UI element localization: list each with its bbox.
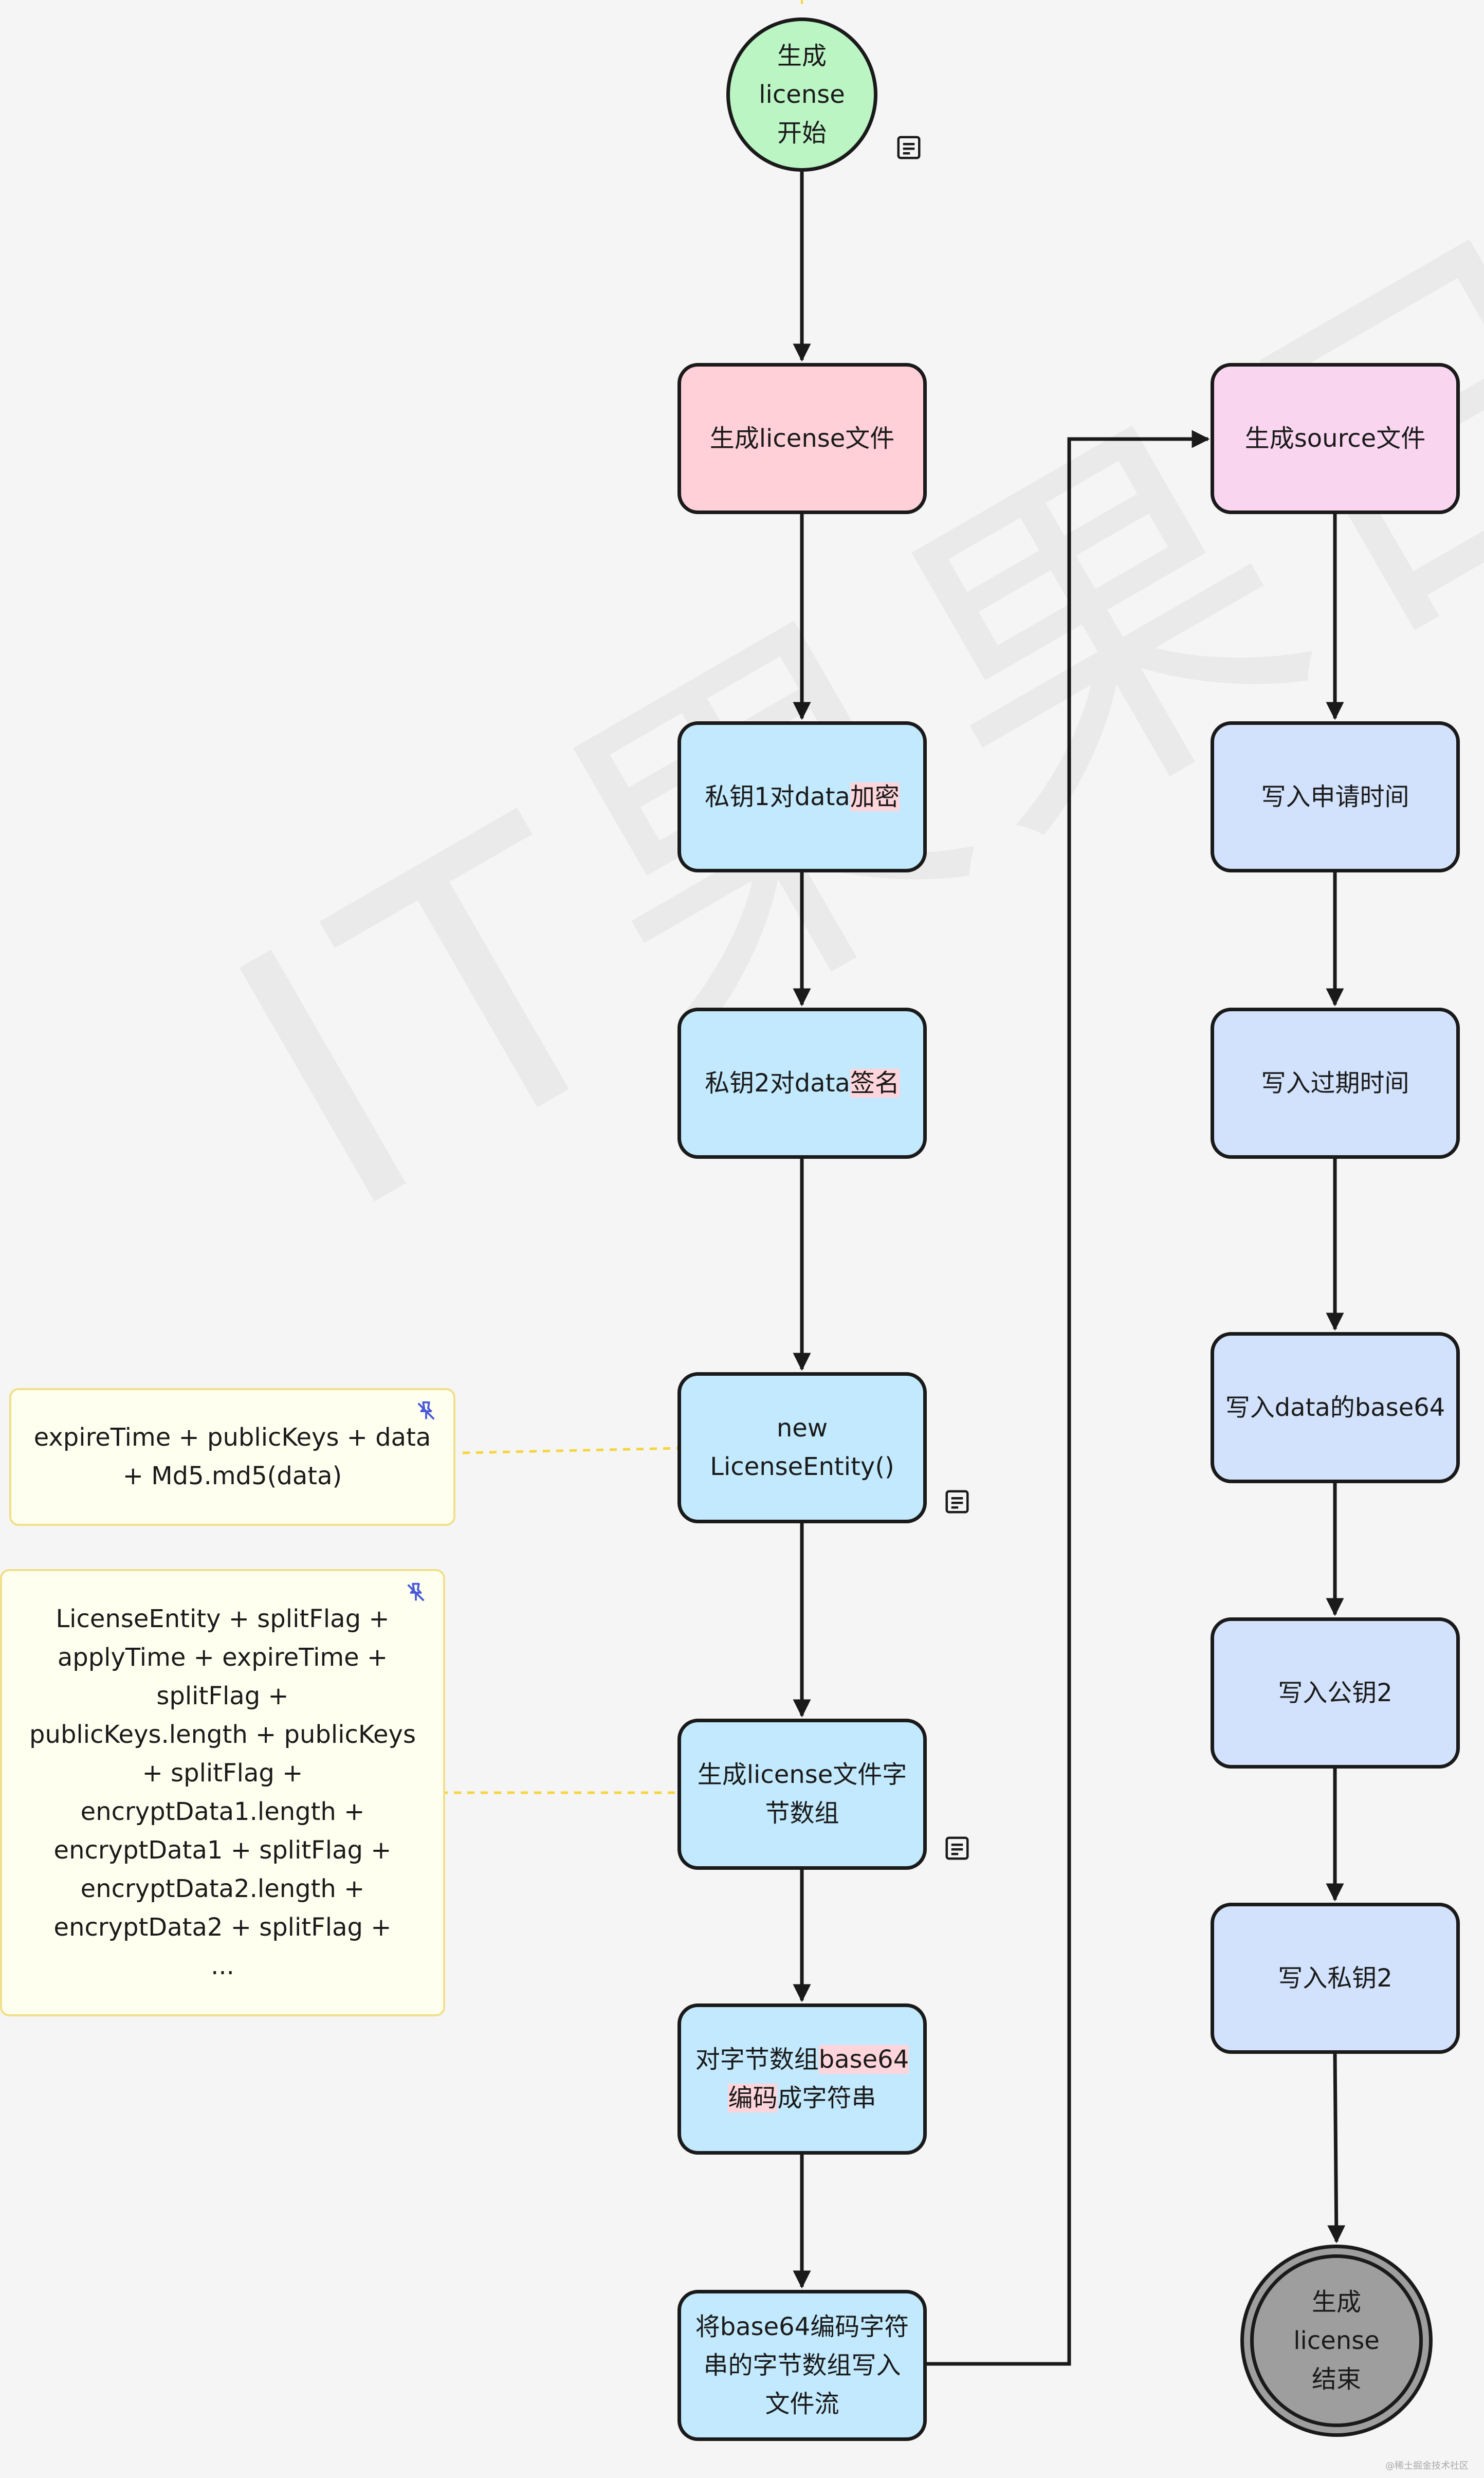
gen-source-file-node[interactable]: 生成source文件 <box>1211 363 1460 514</box>
write-stream-node[interactable]: 将base64编码字符 串的字节数组写入 文件流 <box>677 2290 927 2441</box>
pin-icon <box>417 1401 435 1420</box>
document-icon <box>945 1490 969 1514</box>
base64-text: 对字节数组base64 编码成字符串 <box>695 2045 909 2112</box>
base64-encode-node[interactable]: 对字节数组base64 编码成字符串 <box>677 2003 927 2155</box>
end-node[interactable]: 生成 license 结束 <box>1250 2254 1423 2427</box>
sign-text: 私钥2对data签名 <box>705 1068 900 1098</box>
sign-node[interactable]: 私钥2对data签名 <box>677 1008 927 1159</box>
gen-license-file-node[interactable]: 生成license文件 <box>677 363 927 514</box>
connector-entity-note <box>462 1447 678 1454</box>
encrypt-node[interactable]: 私钥1对data加密 <box>677 721 927 872</box>
bytes-note[interactable]: LicenseEntity + splitFlag + applyTime + … <box>0 1569 445 2016</box>
edge-privkey-to-end <box>1327 2053 1346 2244</box>
start-node[interactable]: 生成 license 开始 <box>726 17 877 172</box>
write-expire-time-node[interactable]: 写入过期时间 <box>1211 1008 1460 1159</box>
encrypt-text: 私钥1对data加密 <box>705 782 900 811</box>
document-icon <box>945 1836 969 1860</box>
new-entity-node[interactable]: new LicenseEntity() <box>677 1372 927 1523</box>
entity-note[interactable]: expireTime + publicKeys + data + Md5.md5… <box>9 1388 455 1526</box>
gen-bytes-node[interactable]: 生成license文件字 节数组 <box>677 1719 927 1870</box>
write-pubkey2-node[interactable]: 写入公钥2 <box>1211 1617 1460 1769</box>
write-apply-time-node[interactable]: 写入申请时间 <box>1211 721 1460 872</box>
write-privkey2-node[interactable]: 写入私钥2 <box>1211 1903 1460 2054</box>
document-icon <box>897 136 921 159</box>
edge-stream-to-source <box>927 430 1210 2366</box>
write-data-base64-node[interactable]: 写入data的base64 <box>1211 1332 1460 1483</box>
pin-icon <box>407 1582 425 1601</box>
credit-text: @稀土掘金技术社区 <box>1385 2461 1469 2471</box>
